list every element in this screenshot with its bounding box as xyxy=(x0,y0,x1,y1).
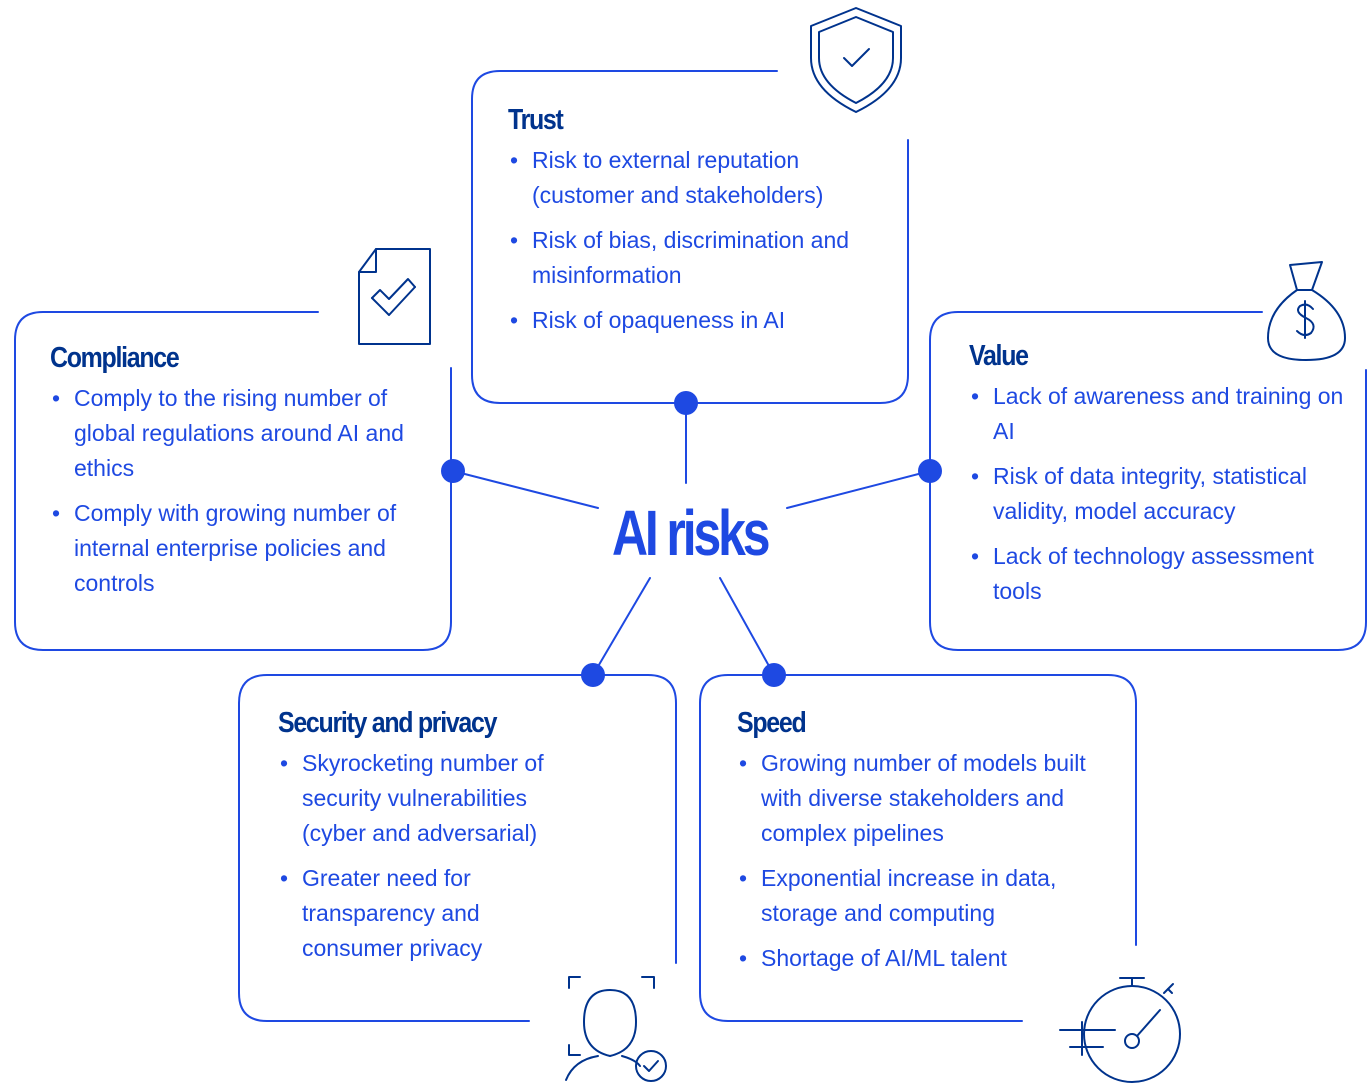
speed-card-border xyxy=(699,674,1137,1022)
security-card: Security and privacy Skyrocketing number… xyxy=(278,707,578,966)
connector-dot-value xyxy=(918,459,942,483)
speed-card: Speed Growing number of models built wit… xyxy=(737,707,1117,976)
connector-dot-trust xyxy=(674,391,698,415)
list-item: Comply with growing number of internal e… xyxy=(50,496,420,601)
value-title: Value xyxy=(969,340,1029,372)
list-item: Lack of technology assessment tools xyxy=(969,539,1359,609)
trust-list: Risk to external reputation (customer an… xyxy=(508,143,868,338)
compliance-card-border xyxy=(14,311,452,651)
speed-list: Growing number of models built with dive… xyxy=(737,746,1117,976)
list-item: Shortage of AI/ML talent xyxy=(737,941,1117,976)
connector-speed xyxy=(719,577,775,676)
list-item: Risk to external reputation (customer an… xyxy=(508,143,868,213)
list-item: Risk of opaqueness in AI xyxy=(508,303,868,338)
compliance-title: Compliance xyxy=(50,342,180,374)
connector-dot-security xyxy=(581,663,605,687)
connector-dot-compliance xyxy=(441,459,465,483)
compliance-card: Compliance Comply to the rising number o… xyxy=(50,342,420,601)
security-title: Security and privacy xyxy=(278,707,497,739)
value-card: Value Lack of awareness and training on … xyxy=(969,340,1359,609)
stopwatch-icon xyxy=(1059,977,1181,1083)
face-id-check-icon xyxy=(565,976,667,1082)
connector-security xyxy=(592,577,651,676)
connector-compliance xyxy=(452,470,599,509)
connector-value xyxy=(786,470,931,509)
shield-check-icon xyxy=(810,7,902,113)
center-title: AI risks xyxy=(612,497,771,569)
list-item: Lack of awareness and training on AI xyxy=(969,379,1359,449)
security-card-border xyxy=(238,674,677,1022)
value-list: Lack of awareness and training on AI Ris… xyxy=(969,379,1359,609)
list-item: Risk of data integrity, statistical vali… xyxy=(969,459,1359,529)
money-bag-icon xyxy=(1267,261,1346,361)
list-item: Growing number of models built with dive… xyxy=(737,746,1117,851)
trust-title: Trust xyxy=(508,104,564,136)
trust-card-border xyxy=(471,70,909,404)
trust-card: Trust Risk to external reputation (custo… xyxy=(508,104,868,338)
document-check-icon xyxy=(358,248,431,345)
compliance-list: Comply to the rising number of global re… xyxy=(50,381,420,601)
value-card-border xyxy=(929,311,1367,651)
security-list: Skyrocketing number of security vulnerab… xyxy=(278,746,578,966)
list-item: Exponential increase in data, storage an… xyxy=(737,861,1117,931)
connector-dot-speed xyxy=(762,663,786,687)
list-item: Greater need for transparency and consum… xyxy=(278,861,578,966)
list-item: Comply to the rising number of global re… xyxy=(50,381,420,486)
list-item: Risk of bias, discrimination and misinfo… xyxy=(508,223,868,293)
speed-title: Speed xyxy=(737,707,807,739)
list-item: Skyrocketing number of security vulnerab… xyxy=(278,746,578,851)
